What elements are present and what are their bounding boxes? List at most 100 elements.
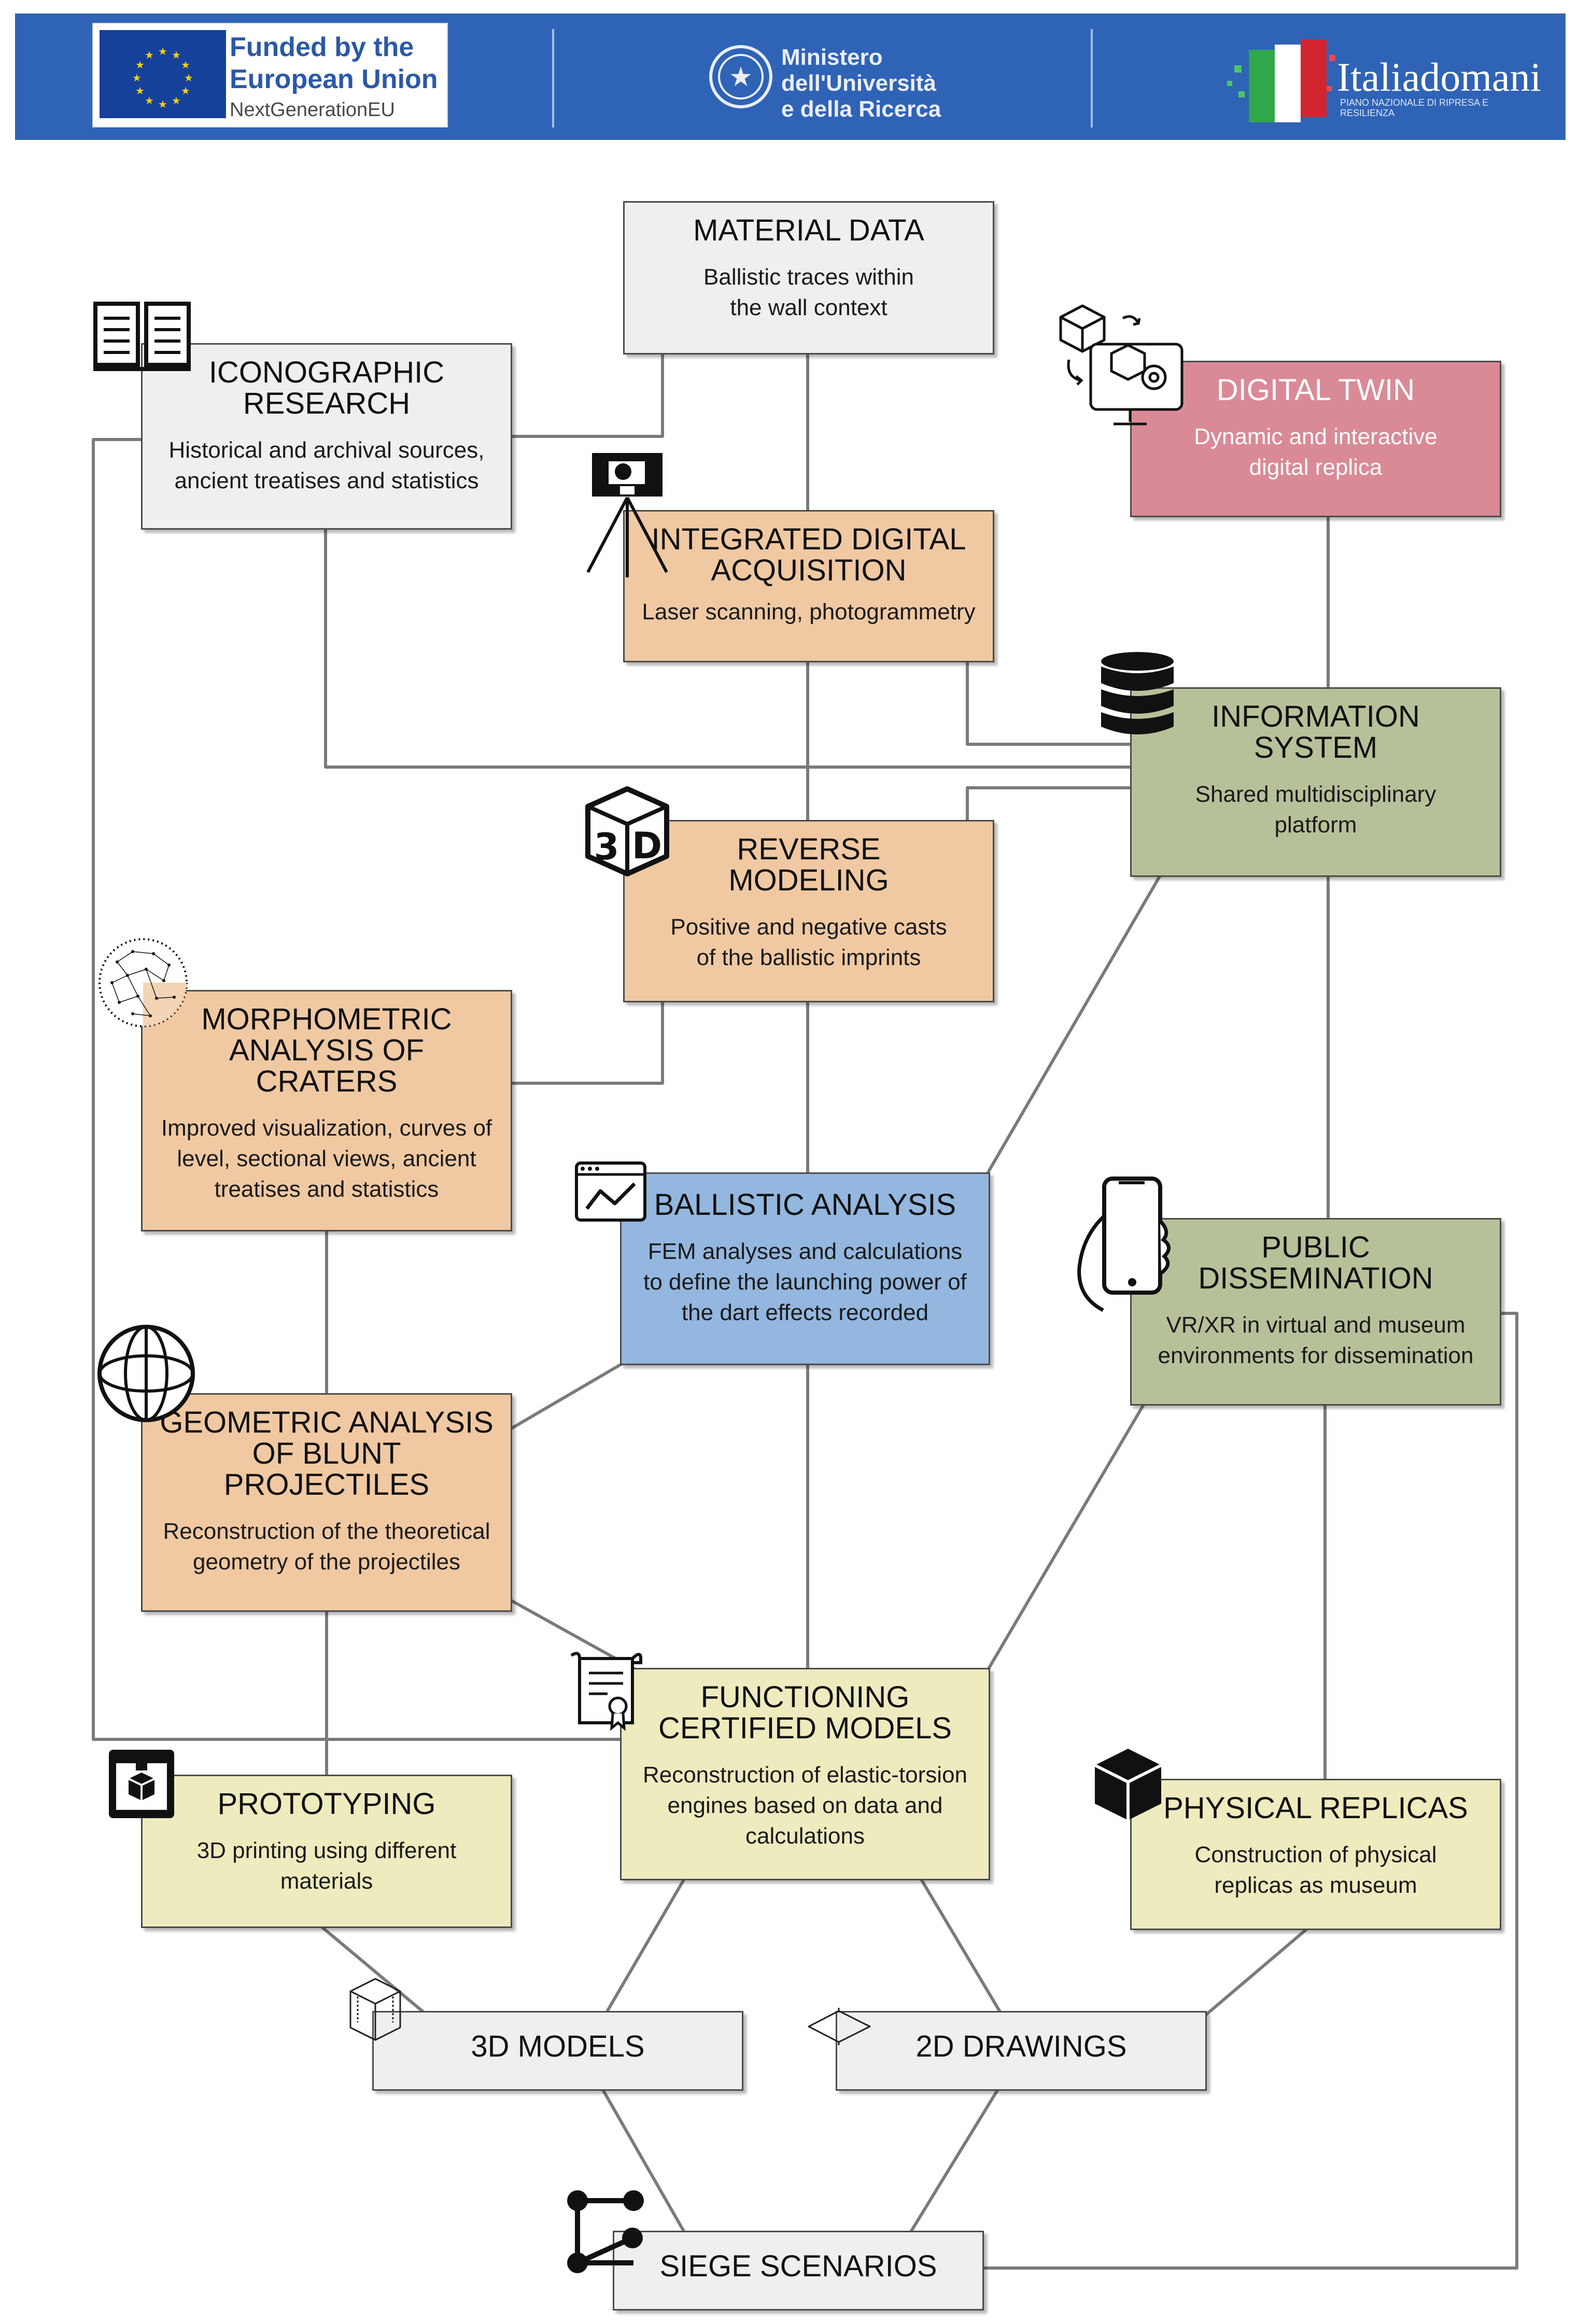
flat-plane-icon <box>806 2006 873 2050</box>
node-subtitle: Construction of physical replicas as mus… <box>1194 1842 1437 1898</box>
ministry-line-2: dell'Università <box>781 70 937 96</box>
svg-text:★: ★ <box>172 94 181 107</box>
svg-text:★: ★ <box>181 84 190 97</box>
connector-public-functioning <box>984 1398 1148 1675</box>
svg-text:3: 3 <box>594 826 619 868</box>
node-integrated-digital-acquisition: INTEGRATED DIGITAL ACQUISITION Laser sca… <box>623 510 994 662</box>
chart-window-icon <box>574 1161 647 1226</box>
connector-functioning-drawings2d <box>907 1856 1007 2023</box>
node-title: BALLISTIC ANALYSIS <box>654 1188 956 1222</box>
svg-text:★: ★ <box>145 94 154 107</box>
node-reverse-modeling: REVERSE MODELING Positive and negative c… <box>623 820 994 1002</box>
node-title: PHYSICAL REPLICAS <box>1163 1791 1468 1825</box>
eu-line-1: Funded by the <box>230 32 414 62</box>
node-subtitle: Reconstruction of elastic-torsion engine… <box>642 1762 968 1849</box>
connector-information-ballistic <box>987 861 1169 1174</box>
node-title: 2D DRAWINGS <box>915 2030 1127 2063</box>
node-2d-drawings: 2D DRAWINGS <box>836 2011 1207 2091</box>
smartphone-hand-icon <box>1067 1174 1171 1317</box>
node-subtitle: Laser scanning, photogrammetry <box>642 599 976 625</box>
connector-drawings2d-siege <box>904 2082 1003 2243</box>
node-title: SIEGE SCENARIOS <box>659 2249 937 2283</box>
node-title: REVERSE MODELING <box>728 832 889 897</box>
node-morphometric-analysis: MORPHOMETRIC ANALYSIS OF CRATERS Improve… <box>141 990 512 1231</box>
wireframe-sphere-icon <box>95 1323 197 1427</box>
connector-functioning-models3d <box>600 1856 698 2023</box>
node-siege-scenarios: SIEGE SCENARIOS <box>613 2231 984 2311</box>
node-subtitle: 3D printing using different materials <box>196 1838 457 1894</box>
svg-text:★: ★ <box>145 49 154 61</box>
connector-integrated-information <box>966 646 1163 746</box>
eu-flag-icon: ★★★★ ★★★★ ★★★★ <box>100 30 226 118</box>
node-geometric-analysis: GEOMETRIC ANALYSIS OF BLUNT PROJECTILES … <box>141 1393 512 1612</box>
node-subtitle: FEM analyses and calculations to define … <box>643 1239 967 1325</box>
node-title: 3D MODELS <box>471 2030 645 2063</box>
node-subtitle: Improved visualization, curves of level,… <box>161 1115 492 1202</box>
connector-models3d-siege <box>598 2082 691 2243</box>
node-title: GEOMETRIC ANALYSIS OF BLUNT PROJECTILES <box>160 1406 494 1501</box>
node-prototyping: PROTOTYPING 3D printing using different … <box>141 1775 512 1928</box>
node-subtitle: Reconstruction of the theoretical geomet… <box>163 1519 490 1575</box>
node-title: PUBLIC DISSEMINATION <box>1198 1230 1433 1295</box>
svg-text:D: D <box>632 825 662 867</box>
italy-flag-icon <box>1223 29 1337 130</box>
node-title: MORPHOMETRIC ANALYSIS OF CRATERS <box>201 1002 452 1098</box>
digital-twin-icon <box>1055 300 1185 432</box>
eu-line-2: European Union <box>230 64 438 94</box>
solid-cube-icon <box>1093 1747 1163 1825</box>
node-physical-replicas: PHYSICAL REPLICAS Construction of physic… <box>1130 1779 1501 1930</box>
3d-cube-icon: 3 D <box>581 785 674 881</box>
node-subtitle: Ballistic traces within the wall context <box>703 264 914 320</box>
header-banner: ★★★★ ★★★★ ★★★★ Funded by the European Un… <box>15 13 1566 140</box>
connector-reverse-morphometric <box>465 1001 664 1085</box>
book-icon <box>91 301 193 376</box>
node-3d-models: 3D MODELS <box>372 2011 743 2091</box>
banner-separator <box>1091 29 1093 127</box>
node-title: MATERIAL DATA <box>693 214 924 247</box>
node-title: INFORMATION SYSTEM <box>1211 700 1420 764</box>
connector-material-iconographic <box>465 334 664 438</box>
svg-text:★: ★ <box>181 59 190 71</box>
svg-text:★: ★ <box>135 84 145 97</box>
node-title: INTEGRATED DIGITAL ACQUISITION <box>651 522 966 587</box>
ministry-line-3: e della Ricerca <box>781 96 941 122</box>
node-subtitle: VR/XR in virtual and museum environments… <box>1158 1312 1474 1368</box>
connector-iconographic-information <box>324 507 1163 769</box>
svg-text:★: ★ <box>184 72 193 84</box>
database-icon <box>1099 651 1177 738</box>
italiadomani-logo-text: Italiadomani <box>1337 54 1542 100</box>
svg-text:★: ★ <box>132 72 142 84</box>
svg-text:★: ★ <box>172 49 181 61</box>
node-functioning-certified-models: FUNCTIONING CERTIFIED MODELS Reconstruct… <box>620 1668 990 1880</box>
node-subtitle: Shared multidisciplinary platform <box>1195 782 1436 838</box>
node-material-data: MATERIAL DATA Ballistic traces within th… <box>623 201 994 355</box>
svg-text:★: ★ <box>158 45 167 58</box>
certificate-icon <box>566 1650 644 1734</box>
eu-line-3: NextGenerationEU <box>230 99 395 121</box>
node-title: ICONOGRAPHIC RESEARCH <box>208 356 445 420</box>
svg-text:★: ★ <box>729 62 753 93</box>
node-title: FUNCTIONING CERTIFIED MODELS <box>658 1680 952 1745</box>
svg-text:★: ★ <box>135 59 145 71</box>
node-public-dissemination: PUBLIC DISSEMINATION VR/XR in virtual an… <box>1130 1218 1501 1406</box>
ministry-line-1: Ministero <box>781 45 883 70</box>
ministry-text: Ministero dell'Università e della Ricerc… <box>781 45 941 122</box>
node-subtitle: Dynamic and interactive digital replica <box>1194 424 1438 480</box>
3d-printer-icon <box>107 1748 176 1823</box>
node-digital-twin: DIGITAL TWIN Dynamic and interactive dig… <box>1130 361 1501 517</box>
eu-funding-text: Funded by the European Union NextGenerat… <box>230 31 442 124</box>
node-information-system: INFORMATION SYSTEM Shared multidisciplin… <box>1130 687 1501 877</box>
node-iconographic-research: ICONOGRAPHIC RESEARCH Historical and arc… <box>141 343 512 530</box>
banner-separator <box>552 29 554 127</box>
node-subtitle: Historical and archival sources, ancient… <box>168 437 485 493</box>
network-graph-icon <box>565 2188 646 2278</box>
italiadomani-subtitle: PIANO NAZIONALE DI RIPRESA E RESILIENZA <box>1340 97 1489 118</box>
node-subtitle: Positive and negative casts of the balli… <box>670 914 947 970</box>
point-cloud-sphere-icon <box>96 936 190 1032</box>
wireframe-box-icon <box>347 1976 403 2046</box>
svg-text:★: ★ <box>158 98 167 110</box>
node-title: DIGITAL TWIN <box>1216 373 1415 407</box>
laser-scanner-icon <box>583 450 671 582</box>
node-ballistic-analysis: BALLISTIC ANALYSIS FEM analyses and calc… <box>620 1172 990 1365</box>
node-title: PROTOTYPING <box>217 1787 436 1821</box>
